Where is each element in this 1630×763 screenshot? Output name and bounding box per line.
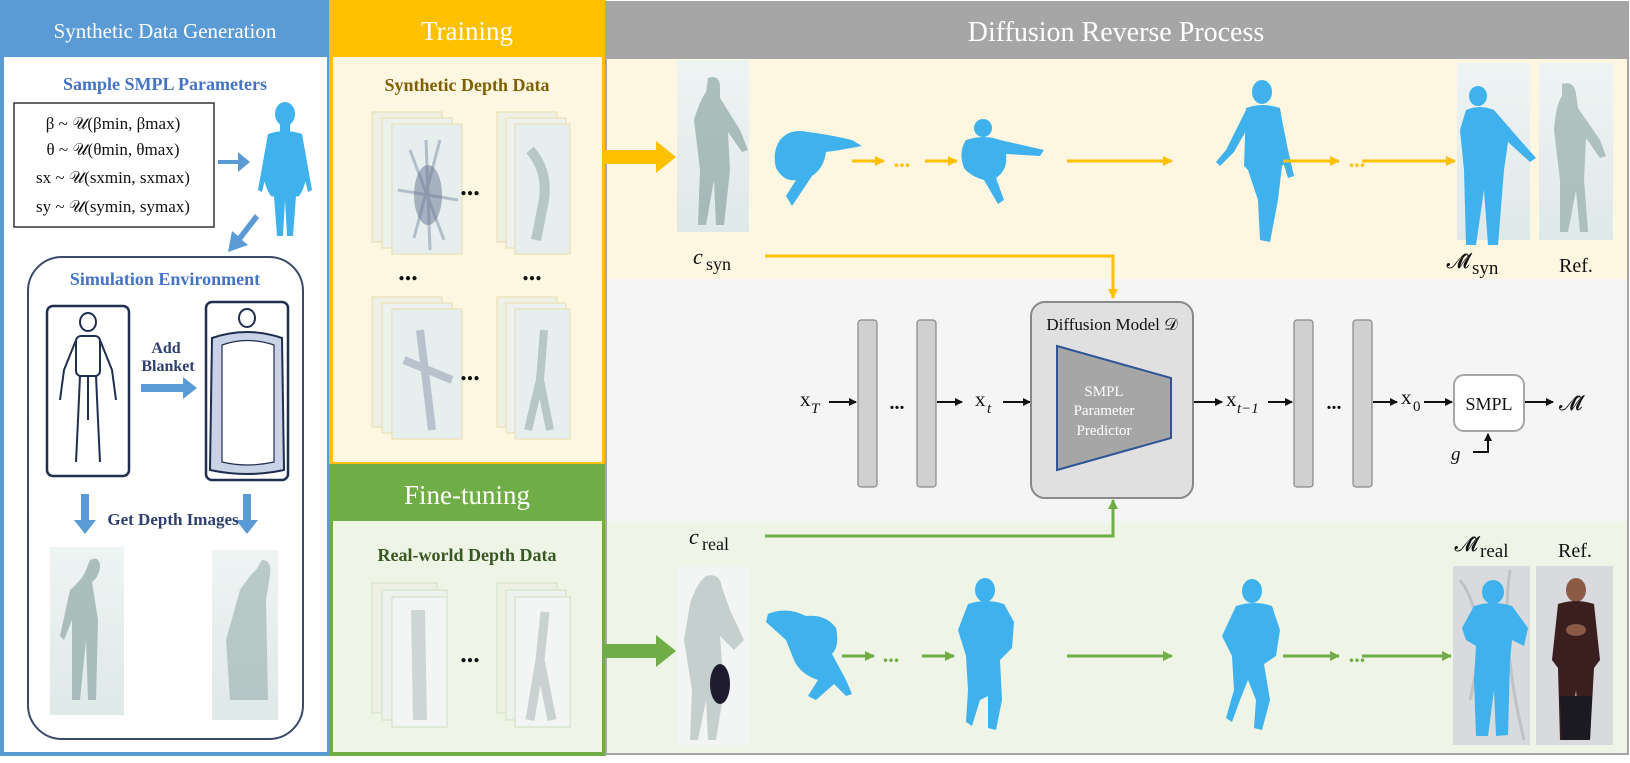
real-stack-1 [371, 582, 448, 728]
training-dots-2: ... [398, 257, 418, 286]
real-pose-2 [958, 578, 1014, 730]
training-dots-3: ... [522, 257, 542, 286]
c-real-label: c [689, 524, 699, 549]
diffusion-model-title: Diffusion Model 𝒟 [1046, 315, 1178, 334]
simulation-title: Simulation Environment [70, 269, 260, 289]
syn-dots-2: ... [1349, 147, 1366, 172]
arrow-add-blanket [141, 377, 197, 399]
synthetic-stack-2 [496, 111, 571, 255]
add-blanket-label-2: Blanket [141, 358, 195, 375]
real-ref-person [1552, 578, 1600, 740]
syn-output-mesh [1460, 86, 1536, 245]
depth-silhouette-uncovered [60, 558, 100, 700]
sample-smpl-title: Sample SMPL Parameters [63, 74, 267, 94]
model-dots-2: ... [1327, 392, 1342, 414]
mannequin-icon [59, 312, 117, 463]
predictor-line-2: Parameter [1074, 403, 1135, 419]
m-real-label: 𝓜̂ [1454, 532, 1480, 556]
synthetic-stack-1 [371, 111, 463, 255]
training-header: Training [421, 16, 513, 46]
arrow-depth-left [74, 494, 96, 534]
add-blanket-label-1: Add [151, 340, 180, 357]
x-t-label: x [975, 387, 986, 411]
covered-mannequin-icon [208, 308, 286, 475]
denoise-block-1 [857, 319, 878, 488]
real-pose-1 [766, 610, 852, 700]
syn-pose-1 [774, 131, 862, 206]
m-real-sub: real [1480, 541, 1508, 562]
finetune-header: Fine-tuning [404, 480, 530, 510]
real-ref-label: Ref. [1558, 540, 1592, 562]
syn-input-silhouette [694, 77, 748, 225]
depth-silhouette-covered [226, 560, 271, 700]
predictor-line-1: SMPL [1084, 384, 1123, 400]
arrow-g [1473, 433, 1492, 453]
x-t1-label: x [1226, 387, 1237, 411]
synthetic-stack-4 [496, 296, 571, 440]
arrow-to-simulation [228, 214, 259, 252]
diffusion-border [605, 1, 1629, 755]
training-header-bg [331, 2, 604, 57]
synthetic-depth-title: Synthetic Depth Data [385, 75, 550, 95]
diffusion-header-bg [606, 2, 1628, 59]
formula-box [13, 102, 215, 228]
synthetic-header-bg [2, 2, 329, 57]
c-real-connector [765, 499, 1118, 538]
diffusion-header: Diffusion Reverse Process [968, 17, 1265, 48]
m-syn-sub: syn [1472, 258, 1499, 279]
syn-ref-label: Ref. [1559, 255, 1593, 277]
smpl-box [1453, 374, 1525, 432]
synthetic-header: Synthetic Data Generation [54, 19, 277, 43]
training-dots-1: ... [460, 172, 480, 201]
finetune-header-bg [331, 466, 604, 521]
get-depth-label: Get Depth Images [107, 510, 239, 529]
arrow-real-input [604, 635, 676, 667]
arrow-depth-right [236, 494, 258, 534]
real-output-mesh [1462, 580, 1528, 736]
x-T-label: x [800, 387, 811, 411]
denoise-block-4 [1352, 319, 1373, 488]
real-pose-3 [1222, 579, 1280, 730]
x-t1-sub: t−1 [1237, 401, 1259, 417]
denoise-block-3 [1293, 319, 1314, 488]
x-T-sub: T [811, 401, 821, 417]
c-real-sub: real [702, 534, 729, 554]
x-0-label: x [1401, 385, 1412, 409]
formula-sx: sx ~ 𝒰(sxmin, sxmax) [36, 168, 190, 187]
formula-sy: sy ~ 𝒰(symin, symax) [36, 197, 190, 216]
arrow-syn-input [604, 141, 676, 173]
smpl-label: SMPL [1465, 394, 1512, 414]
syn-ref-silhouette [1554, 83, 1606, 232]
finetune-dots: ... [460, 639, 480, 668]
arrow-to-body [218, 152, 250, 172]
denoise-block-2 [916, 319, 937, 488]
formula-theta: θ ~ 𝒰(θmin, θmax) [47, 140, 180, 159]
g-label: g [1451, 444, 1461, 465]
real-input-dark-region [710, 664, 730, 704]
syn-pose-2 [961, 119, 1044, 204]
syn-dots-1: ... [894, 147, 911, 172]
m-hat-output: 𝓜̂ [1559, 391, 1585, 415]
x-t-sub: t [987, 401, 992, 417]
c-syn-label: c [693, 244, 703, 269]
real-dots-2: ... [1349, 642, 1366, 667]
training-dots-4: ... [460, 357, 480, 386]
smpl-body-icon [258, 102, 312, 236]
x-0-sub: 0 [1413, 399, 1421, 415]
smpl-predictor-trapezoid [1056, 344, 1172, 472]
real-stack-2 [496, 582, 571, 728]
model-dots-1: ... [890, 392, 905, 414]
formula-beta: β ~ 𝒰(βmin, βmax) [46, 114, 180, 133]
predictor-line-3: Predictor [1077, 423, 1132, 439]
synthetic-stack-3 [371, 296, 463, 440]
m-syn-label: 𝓜̂ [1446, 249, 1472, 273]
c-syn-sub: syn [706, 254, 731, 274]
real-dots-1: ... [883, 642, 900, 667]
c-syn-connector [765, 254, 1118, 299]
real-input-silhouette [684, 575, 744, 740]
realworld-depth-title: Real-world Depth Data [378, 545, 557, 565]
